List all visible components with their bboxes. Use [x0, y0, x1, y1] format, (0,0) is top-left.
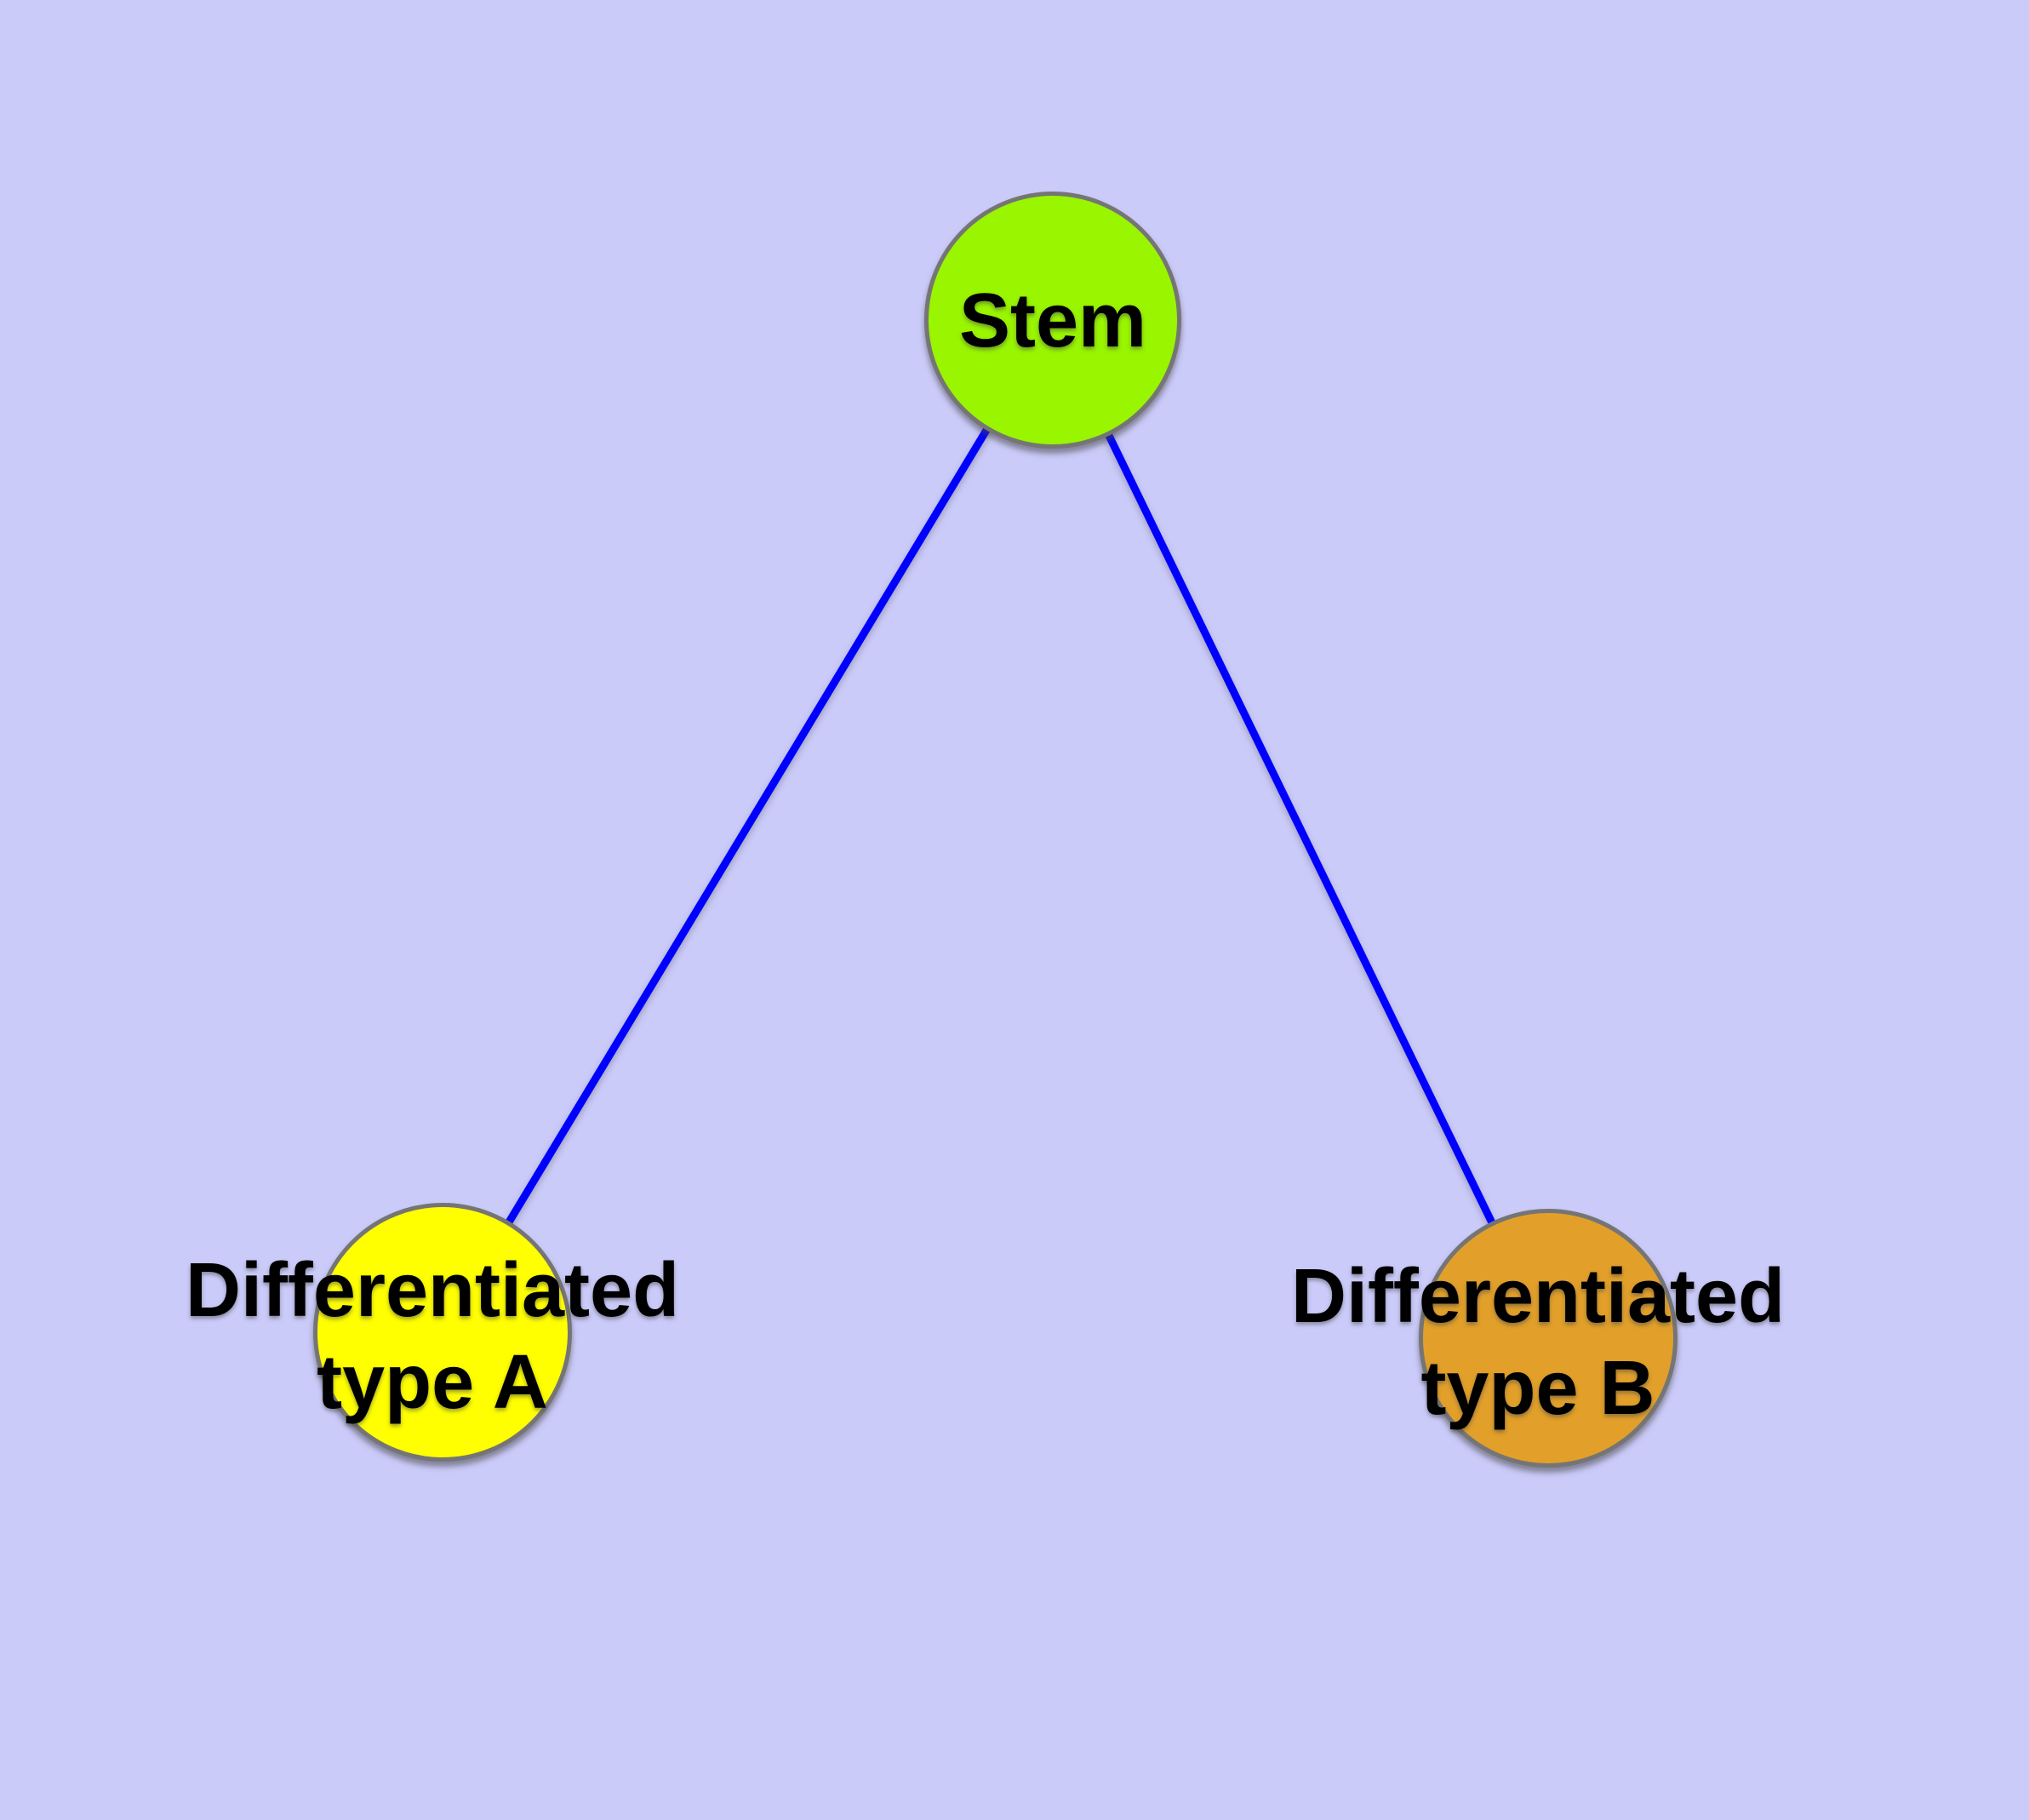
node-differentiated-type-a — [313, 1203, 572, 1462]
edge-stem-to-type-b — [1049, 318, 1552, 1340]
label-line-2: type A — [317, 1340, 548, 1425]
node-differentiated-type-b — [1419, 1209, 1677, 1468]
label-line-1: Differentiated — [185, 1248, 680, 1333]
label-line-2: type B — [1420, 1346, 1655, 1431]
node-stem — [924, 192, 1181, 449]
node-label-differentiated-type-a: Differentiated type A — [186, 1245, 679, 1428]
node-label-stem: Stem — [958, 278, 1147, 363]
node-label-differentiated-type-b: Differentiated type B — [1291, 1251, 1785, 1434]
edge-stem-to-type-a — [439, 318, 1056, 1335]
label-line-1: Differentiated — [1290, 1254, 1786, 1339]
